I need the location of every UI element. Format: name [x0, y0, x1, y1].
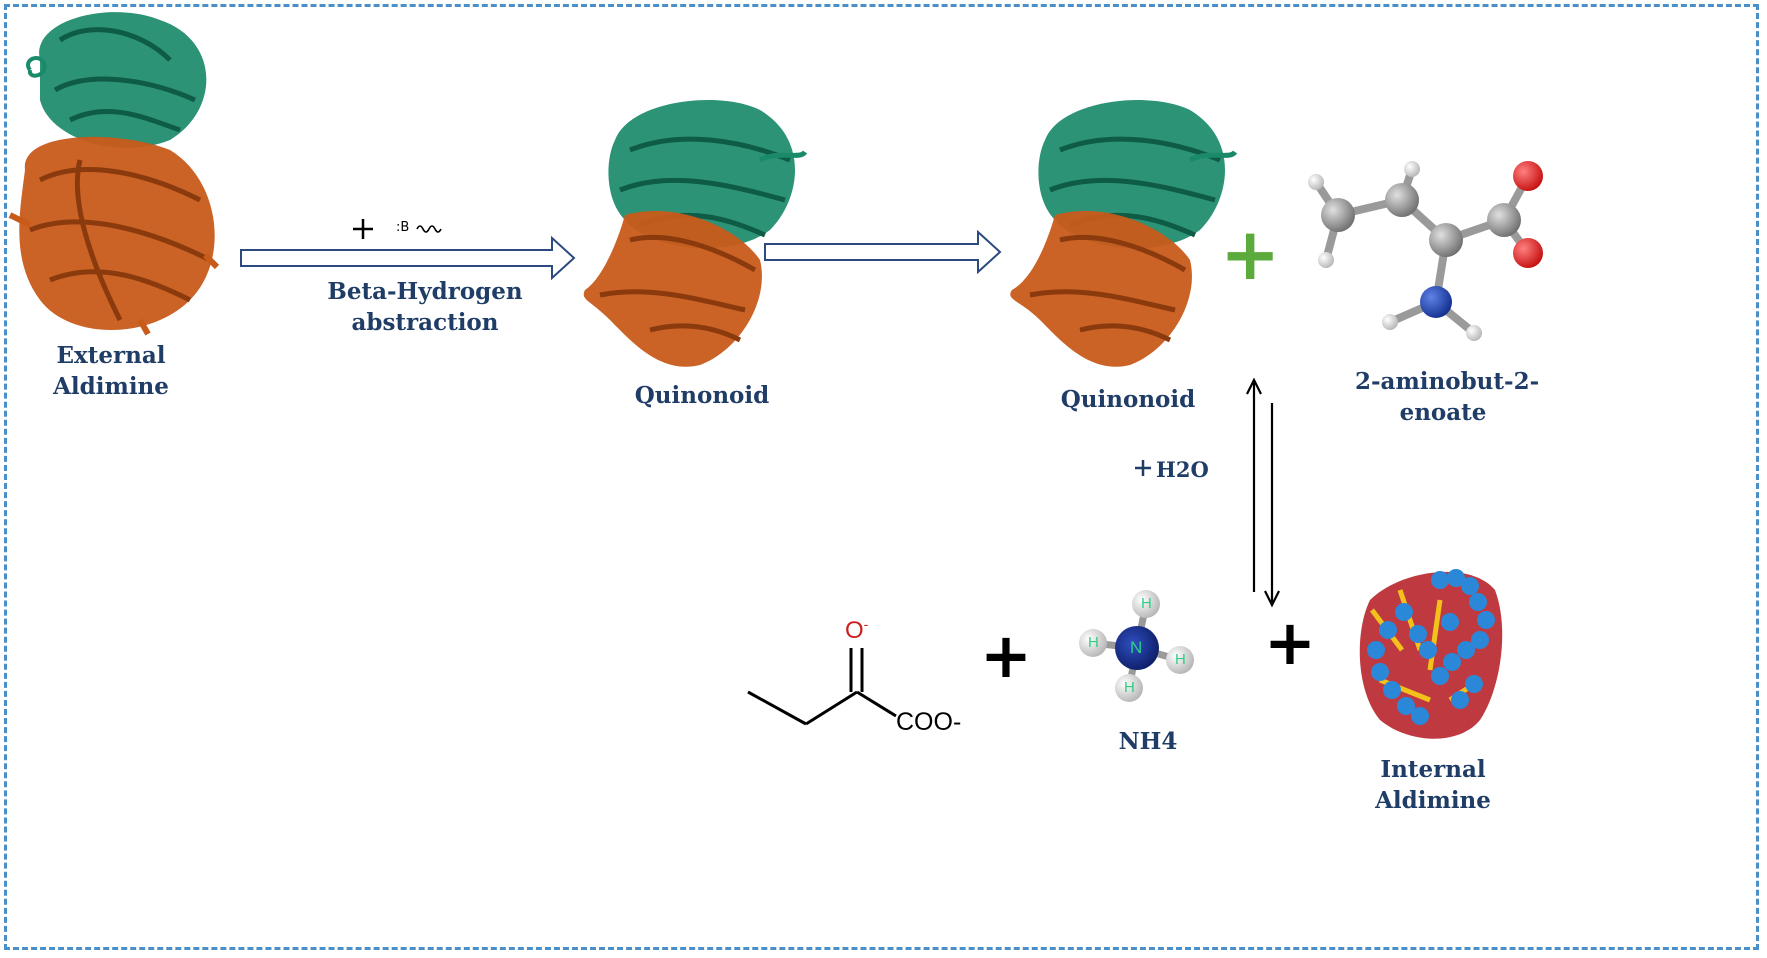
- aminobutenoate-molecule-icon: [1308, 161, 1543, 341]
- carboxylate-label: COO-: [896, 708, 962, 736]
- beta-hydrogen-abstraction-label: Beta-Hydrogen abstraction: [325, 276, 525, 338]
- plus-icon: [353, 219, 373, 239]
- aminobutenoate-line-2: enoate: [1399, 399, 1487, 426]
- ammonium-label: NH4: [1118, 728, 1178, 755]
- base-reagent-label: :B: [396, 220, 410, 235]
- internal-aldimine-protein-icon: [1359, 569, 1503, 739]
- wavy-bond-icon: [416, 225, 442, 233]
- hollow-arrow-icon: [240, 235, 576, 281]
- hydrogen-bottom-label: H: [1124, 679, 1135, 696]
- internal-aldimine-line-1: Internal: [1380, 756, 1486, 783]
- quinonoid-protein-2-icon: [1010, 100, 1238, 367]
- quinonoid-1-label: Quinonoid: [634, 382, 770, 409]
- plus-icon: [1135, 460, 1151, 476]
- internal-aldimine-label: Internal Aldimine: [1362, 754, 1504, 816]
- aminobutenoate-line-1: 2-aminobut-2-: [1355, 368, 1540, 395]
- quinonoid-protein-1-icon: [583, 100, 808, 367]
- equilibrium-arrows-icon: [1246, 377, 1280, 608]
- hydrogen-top-label: H: [1141, 595, 1152, 612]
- oxygen-symbol: O: [845, 617, 864, 644]
- oxygen-atom-label: O-: [845, 616, 868, 645]
- plus-2-icon: +: [1264, 606, 1316, 679]
- plus-1-icon: +: [980, 619, 1032, 692]
- ammonium-molecule-icon: [1079, 590, 1194, 702]
- dashed-frame: [4, 4, 1759, 950]
- quinonoid-2-label: Quinonoid: [1060, 386, 1196, 413]
- hydrogen-right-label: H: [1175, 651, 1186, 668]
- external-aldimine-protein-icon: [8, 12, 220, 336]
- water-label: H2O: [1156, 457, 1209, 482]
- nitrogen-atom-label: N: [1130, 638, 1143, 657]
- oxygen-charge: -: [863, 616, 869, 632]
- aminobutenoate-label: 2-aminobut-2- enoate: [1355, 366, 1540, 428]
- internal-aldimine-line-2: Aldimine: [1375, 787, 1491, 814]
- beta-hydrogen-line-2: abstraction: [351, 309, 499, 336]
- hollow-arrow-icon: [764, 229, 1002, 275]
- beta-hydrogen-line-1: Beta-Hydrogen: [327, 278, 523, 305]
- hydrogen-left-label: H: [1088, 634, 1099, 651]
- oxobutanoate-skeletal-icon: [747, 648, 897, 726]
- external-aldimine-label: External Aldimine: [40, 340, 182, 402]
- green-plus-icon: +: [1220, 212, 1281, 296]
- external-aldimine-line-1: External: [56, 342, 166, 369]
- external-aldimine-line-2: Aldimine: [53, 373, 169, 400]
